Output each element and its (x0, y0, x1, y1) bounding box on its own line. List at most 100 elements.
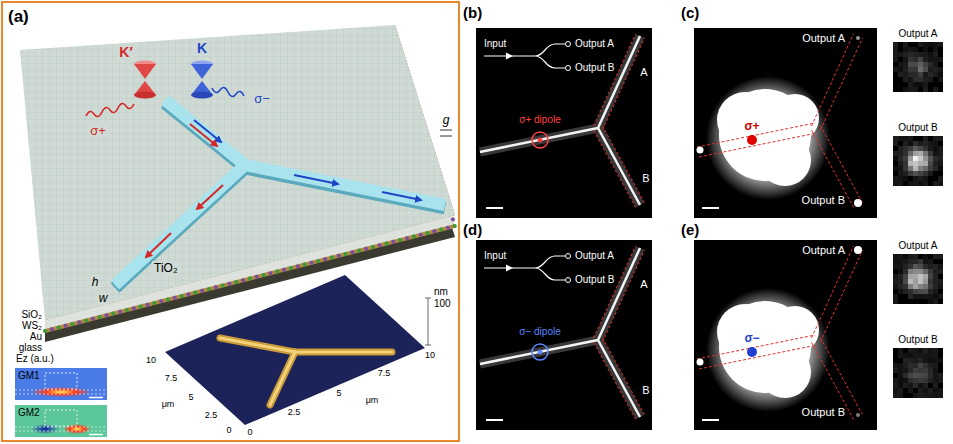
pixel-image (918, 146, 923, 151)
figure-label: Output B (575, 63, 614, 73)
pixel-image (903, 42, 908, 47)
field-map (15, 405, 107, 437)
pixel-image (938, 181, 943, 186)
pixel-image (923, 358, 928, 363)
figure-label: Ez (a.u.) (16, 354, 54, 364)
pixel-image (938, 264, 943, 269)
valley-cones (134, 64, 156, 79)
pixel-image (938, 279, 943, 284)
pixel-image (933, 289, 938, 294)
figure-label: (d) (463, 222, 482, 237)
figure-label: 10 (425, 351, 435, 360)
pixel-image (918, 161, 923, 166)
layered-substrate (20, 25, 455, 342)
pixel-image (933, 42, 938, 47)
tio2-waveguide (165, 100, 445, 205)
figure-label: 7.5 (378, 369, 391, 378)
pixel-image (933, 264, 938, 269)
pixel-image (923, 156, 928, 161)
pixel-image (913, 82, 918, 87)
pixel-image (898, 146, 903, 151)
pixel-image (913, 368, 918, 373)
pixel-image (933, 363, 938, 368)
pixel-image (923, 87, 928, 92)
pixel-image (913, 151, 918, 156)
pixel-image (933, 161, 938, 166)
figure-label: Output B (575, 275, 614, 285)
gap-marker (440, 130, 452, 136)
pixel-image (908, 146, 913, 151)
figure-label: Output A (802, 33, 845, 44)
pixel-image (918, 181, 923, 186)
pixel-image (923, 383, 928, 388)
pixel-image (893, 383, 898, 388)
pixel-image (933, 136, 938, 141)
pixel-image (928, 166, 933, 171)
pixel-image (913, 254, 918, 259)
figure-label: 0 (247, 428, 252, 437)
pl-panel (854, 246, 862, 254)
pixel-image (893, 136, 943, 186)
pixel-image (893, 166, 898, 171)
pixel-image (898, 368, 903, 373)
figure-label: μm (366, 396, 379, 405)
mode-label: GM2 (18, 407, 40, 418)
pixel-image (938, 42, 943, 47)
pixel-image (923, 259, 928, 264)
pixel-image (918, 274, 923, 279)
pixel-image (913, 67, 918, 72)
afm-image (220, 338, 295, 352)
pixel-image (908, 67, 913, 72)
pixel-image (893, 156, 898, 161)
gap-marker (440, 136, 452, 137)
pixel-image (938, 388, 943, 393)
pixel-image (933, 279, 938, 284)
pixel-image (923, 279, 928, 284)
pixel-image (893, 42, 943, 92)
panel-frame (2, 2, 459, 441)
pixel-image (923, 52, 928, 57)
pixel-image (918, 368, 923, 373)
pixel-image (928, 161, 933, 166)
valley-cones (191, 92, 213, 99)
pixel-image (928, 299, 933, 304)
afm-image (165, 275, 425, 425)
pixel-image (938, 358, 943, 363)
pixel-image (923, 62, 928, 67)
pixel-image (933, 151, 938, 156)
pixel-image (918, 62, 923, 67)
pixel-image (898, 72, 903, 77)
pixel-image (923, 289, 928, 294)
pixel-image (918, 151, 923, 156)
pixel-image (913, 87, 918, 92)
pixel-image (928, 353, 933, 358)
tio2-waveguide (197, 185, 223, 209)
pixel-image (903, 259, 908, 264)
pixel-image (893, 259, 898, 264)
figure-label: TiO₂ (152, 261, 180, 275)
pixel-image (908, 87, 913, 92)
pixel-image (928, 274, 933, 279)
pixel-image (923, 67, 928, 72)
pixel-image (913, 294, 918, 299)
pixel-image (913, 171, 918, 176)
pixel-image (893, 136, 898, 141)
pixel-image (913, 52, 918, 57)
pixel-image (918, 176, 923, 181)
figure-label: 2.5 (288, 408, 301, 417)
figure-label: nm (434, 287, 448, 297)
pixel-image (908, 254, 913, 259)
afm-image (428, 298, 429, 345)
pixel-image (913, 176, 918, 181)
pixel-image (898, 284, 903, 289)
pixel-image (928, 378, 933, 383)
pixel-image (903, 156, 908, 161)
pixel-image (923, 274, 928, 279)
pixel-image (893, 279, 898, 284)
pixel-image (893, 176, 898, 181)
pixel-image (928, 151, 933, 156)
pixel-image (918, 289, 923, 294)
pixel-image (913, 264, 918, 269)
pixel-image (933, 254, 938, 259)
pixel-image (928, 294, 933, 299)
